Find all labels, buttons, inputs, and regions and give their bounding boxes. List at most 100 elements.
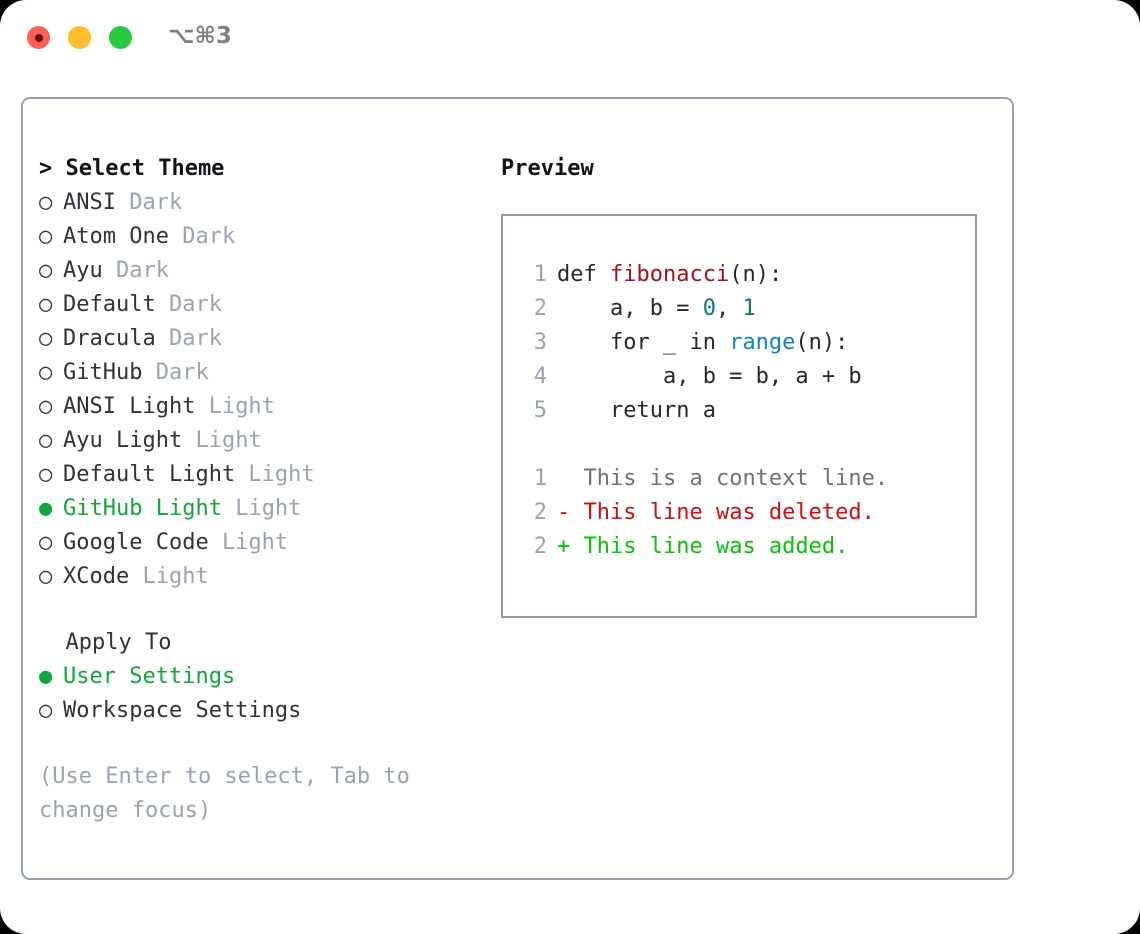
line-number: 2 bbox=[533, 500, 547, 525]
diff-line: 1 This is a context line. bbox=[521, 462, 975, 496]
radio-selected-icon: ● bbox=[39, 496, 53, 521]
code-token: , bbox=[715, 296, 743, 321]
diff-marker: + bbox=[557, 534, 584, 559]
theme-option-variant: Dark bbox=[115, 190, 183, 215]
theme-option-default[interactable]: ○ Default Dark bbox=[39, 288, 489, 322]
apply-to-list[interactable]: ●User Settings○Workspace Settings bbox=[39, 660, 489, 728]
radio-unselected-icon: ○ bbox=[39, 258, 53, 283]
code-token: fibonacci bbox=[609, 262, 730, 287]
theme-option-label: GitHub Light bbox=[63, 496, 222, 521]
apply-to-option-label: User Settings bbox=[63, 664, 236, 689]
theme-option-ayu[interactable]: ○ Ayu Dark bbox=[39, 254, 489, 288]
theme-option-variant: Dark bbox=[102, 258, 169, 283]
code-token: (n): bbox=[729, 262, 783, 287]
diff-text: This is a context line. bbox=[583, 466, 889, 491]
radio-unselected-icon: ○ bbox=[39, 360, 53, 385]
line-number: 2 bbox=[533, 296, 547, 321]
theme-option-label: XCode bbox=[63, 564, 130, 589]
theme-option-label: Default Light bbox=[63, 462, 236, 487]
zoom-button[interactable] bbox=[109, 26, 132, 49]
theme-option-github-light[interactable]: ● GitHub Light Light bbox=[39, 492, 489, 526]
theme-picker-column: > Select Theme ○ANSI Dark○Atom One Dark○… bbox=[39, 152, 489, 828]
page-title: > Select Theme bbox=[39, 156, 225, 181]
main-panel: > Select Theme ○ANSI Dark○Atom One Dark○… bbox=[21, 97, 1014, 880]
diff-marker: - bbox=[557, 500, 584, 525]
theme-option-label: ANSI Light bbox=[63, 394, 196, 419]
keyboard-hint: (Use Enter to select, Tab to change focu… bbox=[39, 764, 410, 823]
radio-unselected-icon: ○ bbox=[39, 428, 53, 453]
line-number: 1 bbox=[533, 466, 547, 491]
theme-option-label: Dracula bbox=[63, 326, 156, 351]
theme-option-ansi[interactable]: ○ ANSI Dark bbox=[39, 186, 489, 220]
diff-line: 2- This line was deleted. bbox=[521, 496, 975, 530]
theme-option-variant: Dark bbox=[168, 224, 236, 249]
traffic-lights bbox=[27, 26, 132, 49]
radio-unselected-icon: ○ bbox=[39, 530, 53, 555]
theme-list[interactable]: ○ ANSI Dark ○ Atom One Dark ○ Ayu Dark ○ Defaul… bbox=[39, 186, 489, 594]
theme-option-variant: Dark bbox=[155, 292, 222, 317]
radio-unselected-icon: ○ bbox=[39, 326, 53, 351]
apply-to-heading: Apply To bbox=[39, 630, 172, 655]
code-token: a, b = bbox=[557, 296, 703, 321]
code-token: 0 bbox=[702, 296, 716, 321]
theme-option-label: Ayu bbox=[63, 258, 103, 283]
diff-sample: 1 This is a context line.2- This line wa… bbox=[521, 462, 975, 564]
theme-option-google-code[interactable]: ○ Google Code Light bbox=[39, 526, 489, 560]
radio-unselected-icon: ○ bbox=[39, 190, 53, 215]
apply-to-option-user-settings[interactable]: ●User Settings bbox=[39, 660, 489, 694]
code-line: 5 return a bbox=[521, 394, 975, 428]
apply-to-option-workspace-settings[interactable]: ○Workspace Settings bbox=[39, 694, 489, 728]
diff-line: 2 + This line was added. bbox=[521, 530, 975, 564]
diff-marker bbox=[557, 466, 584, 491]
theme-option-variant: Light bbox=[221, 496, 302, 521]
keyboard-shortcut-label: ⌥⌘3 bbox=[168, 23, 232, 49]
title-bar: ⌥⌘3 bbox=[0, 0, 1140, 78]
code-token: for _ in bbox=[557, 330, 730, 355]
theme-option-dracula[interactable]: ○ Dracula Dark bbox=[39, 322, 489, 356]
code-token: range bbox=[729, 330, 796, 355]
theme-option-xcode[interactable]: ○XCode Light bbox=[39, 560, 489, 594]
line-number: 4 bbox=[533, 364, 547, 389]
preview-title: Preview bbox=[501, 156, 594, 181]
code-line: 4 a, b = b, a + b bbox=[521, 360, 975, 394]
radio-unselected-icon: ○ bbox=[39, 462, 53, 487]
code-line: 3 for _ in range(n): bbox=[521, 326, 975, 360]
theme-option-variant: Dark bbox=[142, 360, 209, 385]
apply-to-option-label: Workspace Settings bbox=[63, 698, 302, 723]
radio-unselected-icon: ○ bbox=[39, 564, 53, 589]
theme-option-ayu-light[interactable]: ○ Ayu Light Light bbox=[39, 424, 489, 458]
theme-option-label: Ayu Light bbox=[63, 428, 183, 453]
theme-option-ansi-light[interactable]: ○ ANSI Light Light bbox=[39, 390, 489, 424]
theme-option-label: Google Code bbox=[63, 530, 209, 555]
theme-option-variant: Light bbox=[182, 428, 262, 453]
theme-option-atom-one[interactable]: ○ Atom One Dark bbox=[39, 220, 489, 254]
line-number: 2 bbox=[533, 534, 547, 559]
line-number: 3 bbox=[533, 330, 547, 355]
code-token: def bbox=[557, 262, 610, 287]
theme-option-label: Default bbox=[63, 292, 156, 317]
code-token: return a bbox=[557, 398, 716, 423]
theme-option-variant: Dark bbox=[155, 326, 222, 351]
close-button[interactable] bbox=[27, 26, 50, 49]
line-number: 1 bbox=[533, 262, 547, 287]
minimize-button[interactable] bbox=[68, 26, 91, 49]
code-token: 1 bbox=[742, 296, 756, 321]
theme-option-github[interactable]: ○ GitHub Dark bbox=[39, 356, 489, 390]
radio-unselected-icon: ○ bbox=[39, 292, 53, 317]
theme-option-label: GitHub bbox=[63, 360, 143, 385]
theme-option-variant: Light bbox=[235, 462, 315, 487]
radio-unselected-icon: ○ bbox=[39, 394, 53, 419]
theme-option-variant: Light bbox=[208, 530, 289, 555]
theme-option-variant: Light bbox=[195, 394, 275, 419]
code-token: (n): bbox=[795, 330, 849, 355]
theme-option-label: Atom One bbox=[63, 224, 169, 249]
theme-option-default-light[interactable]: ○ Default Light Light bbox=[39, 458, 489, 492]
diff-text: This line was deleted. bbox=[583, 500, 875, 525]
radio-unselected-icon: ○ bbox=[39, 224, 53, 249]
diff-text: This line was added. bbox=[583, 534, 849, 559]
theme-option-label: ANSI bbox=[63, 190, 116, 215]
